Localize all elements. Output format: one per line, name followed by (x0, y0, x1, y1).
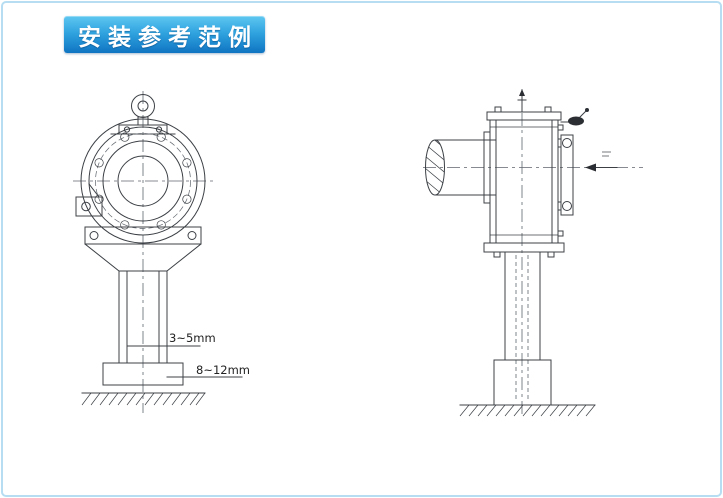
dim-label-gap: 3~5mm (169, 331, 216, 345)
vent-plug-icon (517, 89, 527, 113)
ground-hatching-side (459, 404, 596, 417)
centerlines-front (73, 91, 213, 413)
base-plate (102, 362, 184, 386)
input-shaft (425, 131, 497, 204)
front-view-drawing: 3~5mm 8~12mm (73, 91, 250, 413)
support-column (118, 270, 168, 364)
shaft-section-hatching (425, 140, 445, 195)
title-banner: 安装参考范例 (64, 16, 265, 53)
flange-bolt-circle (94, 132, 192, 230)
dimension-gap: 3~5mm (126, 331, 216, 347)
oil-fill-plug-icon (560, 108, 589, 126)
support-column-side (504, 251, 541, 401)
gearbox-body-side (483, 106, 565, 258)
dimension-base: 8~12mm (166, 363, 250, 378)
page-title: 安装参考范例 (78, 24, 258, 51)
side-clamp-bracket (75, 183, 103, 217)
housing-front (80, 118, 206, 244)
foundation-block (493, 359, 552, 406)
left-arrow-icon (585, 151, 618, 172)
oil-level-gauge-icon (557, 134, 574, 216)
side-view-drawing (423, 89, 643, 417)
ground-hatching-front (81, 392, 206, 406)
dim-label-base: 8~12mm (196, 363, 250, 377)
